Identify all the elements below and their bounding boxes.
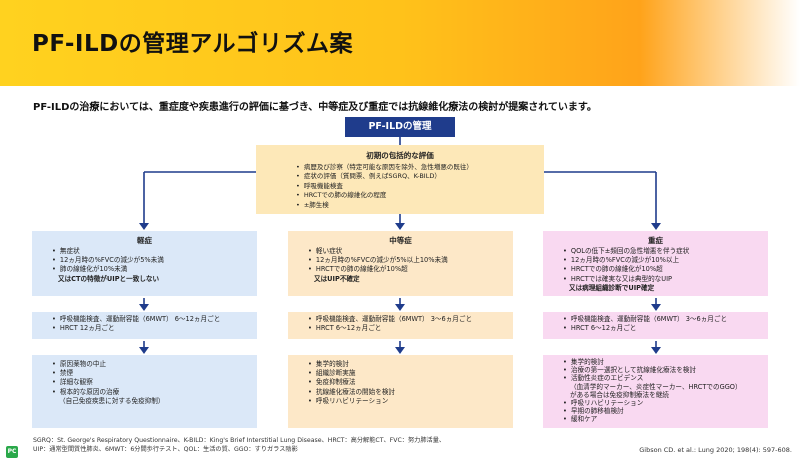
list-item: 緩和ケア (563, 415, 768, 423)
list-item: 詳細な観察 (52, 378, 257, 387)
moderate-heading: 中等症 (389, 236, 412, 245)
footnote: SGRQ：St. George's Respiratory Questionna… (33, 436, 445, 454)
list-item: HRCT 6〜12ヵ月ごと (308, 324, 513, 333)
list-item: 軽い症状 (308, 247, 513, 256)
mild-severity-box: 軽症 無症状 12ヵ月時の%FVCの減少が5%未満 肺の線維化が10%未満 又は… (32, 231, 257, 296)
list-item: 禁煙 (52, 369, 257, 378)
list-item: HRCTでの肺の線維化が10%超 (308, 265, 513, 274)
severe-monitoring-box: 呼吸機能検査、運動耐容能（6MWT） 3〜6ヵ月ごと HRCT 6〜12ヵ月ごと (543, 312, 768, 339)
list-item: 早期の肺移植検討 (563, 407, 768, 415)
severe-actions-box: 集学的検討 治療の第一選択として抗線維化療法を検討 活動性炎症のエビデンス （血… (543, 355, 768, 428)
severe-criteria-list: QOLの低下±頻回の急性増悪を伴う症状 12ヵ月時の%FVCの減少が10%以上 … (543, 247, 768, 284)
list-item: 症状の評価（質問票、例えばSGRQ、K-BILD） (296, 172, 544, 181)
list-item: 無症状 (52, 247, 257, 256)
list-item: 12ヵ月時の%FVCの減少が10%以上 (563, 256, 768, 265)
list-item: ±肺生検 (296, 201, 544, 210)
list-item: 抗線維化療法の開始を検討 (308, 388, 513, 397)
list-item: 免疫抑制療法 (308, 378, 513, 387)
list-item: 呼吸リハビリテーション (563, 399, 768, 407)
severe-actions-list: 集学的検討 治療の第一選択として抗線維化療法を検討 活動性炎症のエビデンス (543, 358, 768, 383)
list-item: 原因薬物の中止 (52, 360, 257, 369)
list-item: HRCTでは確実な又は典型的なUIP (563, 275, 768, 284)
mild-monitoring-list: 呼吸機能検査、運動耐容能（6MWT） 6〜12ヵ月ごと HRCT 12ヵ月ごと (32, 315, 257, 333)
severe-severity-box: 重症 QOLの低下±頻回の急性増悪を伴う症状 12ヵ月時の%FVCの減少が10%… (543, 231, 768, 296)
severe-criteria-extra: 又は病理組織診断でUIP確定 (569, 283, 655, 292)
moderate-criteria-extra: 又はUIP不確定 (314, 274, 360, 283)
mild-actions-list: 原因薬物の中止 禁煙 詳細な観察 根本的な原因の治療 (32, 360, 257, 397)
severe-actions-note: がある場合は免疫抑制療法を継続 (570, 390, 669, 399)
list-item: 集学的検討 (308, 360, 513, 369)
list-item: 呼吸リハビリテーション (308, 397, 513, 406)
initial-assessment-box: 初期の包括的な評価 病歴及び診察（特定可能な原因を除外、急性増悪の既往） 症状の… (256, 145, 544, 214)
list-item: 病歴及び診察（特定可能な原因を除外、急性増悪の既往） (296, 163, 544, 172)
mild-actions-box: 原因薬物の中止 禁煙 詳細な観察 根本的な原因の治療 （自己免疫疾患に対する免疫… (32, 355, 257, 428)
citation: Gibson CD. et al.: Lung 2020; 198(4): 59… (639, 446, 792, 454)
list-item: 根本的な原因の治療 (52, 388, 257, 397)
initial-assessment-heading: 初期の包括的な評価 (366, 151, 434, 160)
page-title: PF-ILDの管理アルゴリズム案 (32, 31, 354, 57)
list-item: HRCTでの肺の線維化が10%超 (563, 265, 768, 274)
moderate-monitoring-box: 呼吸機能検査、運動耐容能（6MWT） 3〜6ヵ月ごと HRCT 6〜12ヵ月ごと (288, 312, 513, 339)
footnote-line: UIP：通常型間質性肺炎、6MWT：6分間歩行テスト、QOL：生活の質、GGO：… (33, 446, 298, 453)
footnote-line: SGRQ：St. George's Respiratory Questionna… (33, 437, 446, 444)
moderate-monitoring-list: 呼吸機能検査、運動耐容能（6MWT） 3〜6ヵ月ごと HRCT 6〜12ヵ月ごと (288, 315, 513, 333)
severe-monitoring-list: 呼吸機能検査、運動耐容能（6MWT） 3〜6ヵ月ごと HRCT 6〜12ヵ月ごと (543, 315, 768, 333)
title-banner: PF-ILDの管理アルゴリズム案 (0, 0, 800, 86)
list-item: HRCTでの肺の線維化の程度 (296, 191, 544, 200)
list-item: QOLの低下±頻回の急性増悪を伴う症状 (563, 247, 768, 256)
moderate-actions-box: 集学的検討 組織診断実施 免疫抑制療法 抗線維化療法の開始を検討 呼吸リハビリテ… (288, 355, 513, 428)
list-item: 12ヵ月時の%FVCの減少が5%未満 (52, 256, 257, 265)
mild-monitoring-box: 呼吸機能検査、運動耐容能（6MWT） 6〜12ヵ月ごと HRCT 12ヵ月ごと (32, 312, 257, 339)
list-item: 肺の線維化が10%未満 (52, 265, 257, 274)
moderate-actions-list: 集学的検討 組織診断実施 免疫抑制療法 抗線維化療法の開始を検討 呼吸リハビリテ… (288, 360, 513, 406)
list-item: 活動性炎症のエビデンス (563, 374, 768, 382)
root-node: PF-ILDの管理 (345, 117, 455, 137)
list-item: 治療の第一選択として抗線維化療法を検討 (563, 366, 768, 374)
list-item: HRCT 6〜12ヵ月ごと (563, 324, 768, 333)
mild-actions-note: （自己免疫疾患に対する免疫抑制） (59, 396, 165, 405)
moderate-criteria-list: 軽い症状 12ヵ月時の%FVCの減少が5%以上10%未満 HRCTでの肺の線維化… (288, 247, 513, 275)
severe-actions-tail-list: 呼吸リハビリテーション 早期の肺移植検討 緩和ケア (543, 399, 768, 424)
mild-heading: 軽症 (137, 236, 152, 245)
list-item: 呼吸機能検査、運動耐容能（6MWT） 6〜12ヵ月ごと (52, 315, 257, 324)
mild-criteria-list: 無症状 12ヵ月時の%FVCの減少が5%未満 肺の線維化が10%未満 (32, 247, 257, 275)
list-item: 集学的検討 (563, 358, 768, 366)
list-item: 呼吸機能検査、運動耐容能（6MWT） 3〜6ヵ月ごと (308, 315, 513, 324)
moderate-severity-box: 中等症 軽い症状 12ヵ月時の%FVCの減少が5%以上10%未満 HRCTでの肺… (288, 231, 513, 296)
intro-text: PF-ILDの治療においては、重症度や疾患進行の評価に基づき、中等症及び重症では… (33, 102, 597, 113)
list-item: 呼吸機能検査 (296, 182, 544, 191)
logo-icon: PC (6, 446, 18, 458)
list-item: HRCT 12ヵ月ごと (52, 324, 257, 333)
list-item: 呼吸機能検査、運動耐容能（6MWT） 3〜6ヵ月ごと (563, 315, 768, 324)
severe-actions-note: （血清学的マーカー、炎症性マーカー、HRCTでのGGO） (570, 382, 742, 391)
mild-criteria-extra: 又はCTの特徴がUIPと一致しない (58, 274, 160, 283)
severe-heading: 重症 (648, 236, 663, 245)
initial-assessment-list: 病歴及び診察（特定可能な原因を除外、急性増悪の既往） 症状の評価（質問票、例えば… (256, 163, 544, 210)
list-item: 組織診断実施 (308, 369, 513, 378)
list-item: 12ヵ月時の%FVCの減少が5%以上10%未満 (308, 256, 513, 265)
